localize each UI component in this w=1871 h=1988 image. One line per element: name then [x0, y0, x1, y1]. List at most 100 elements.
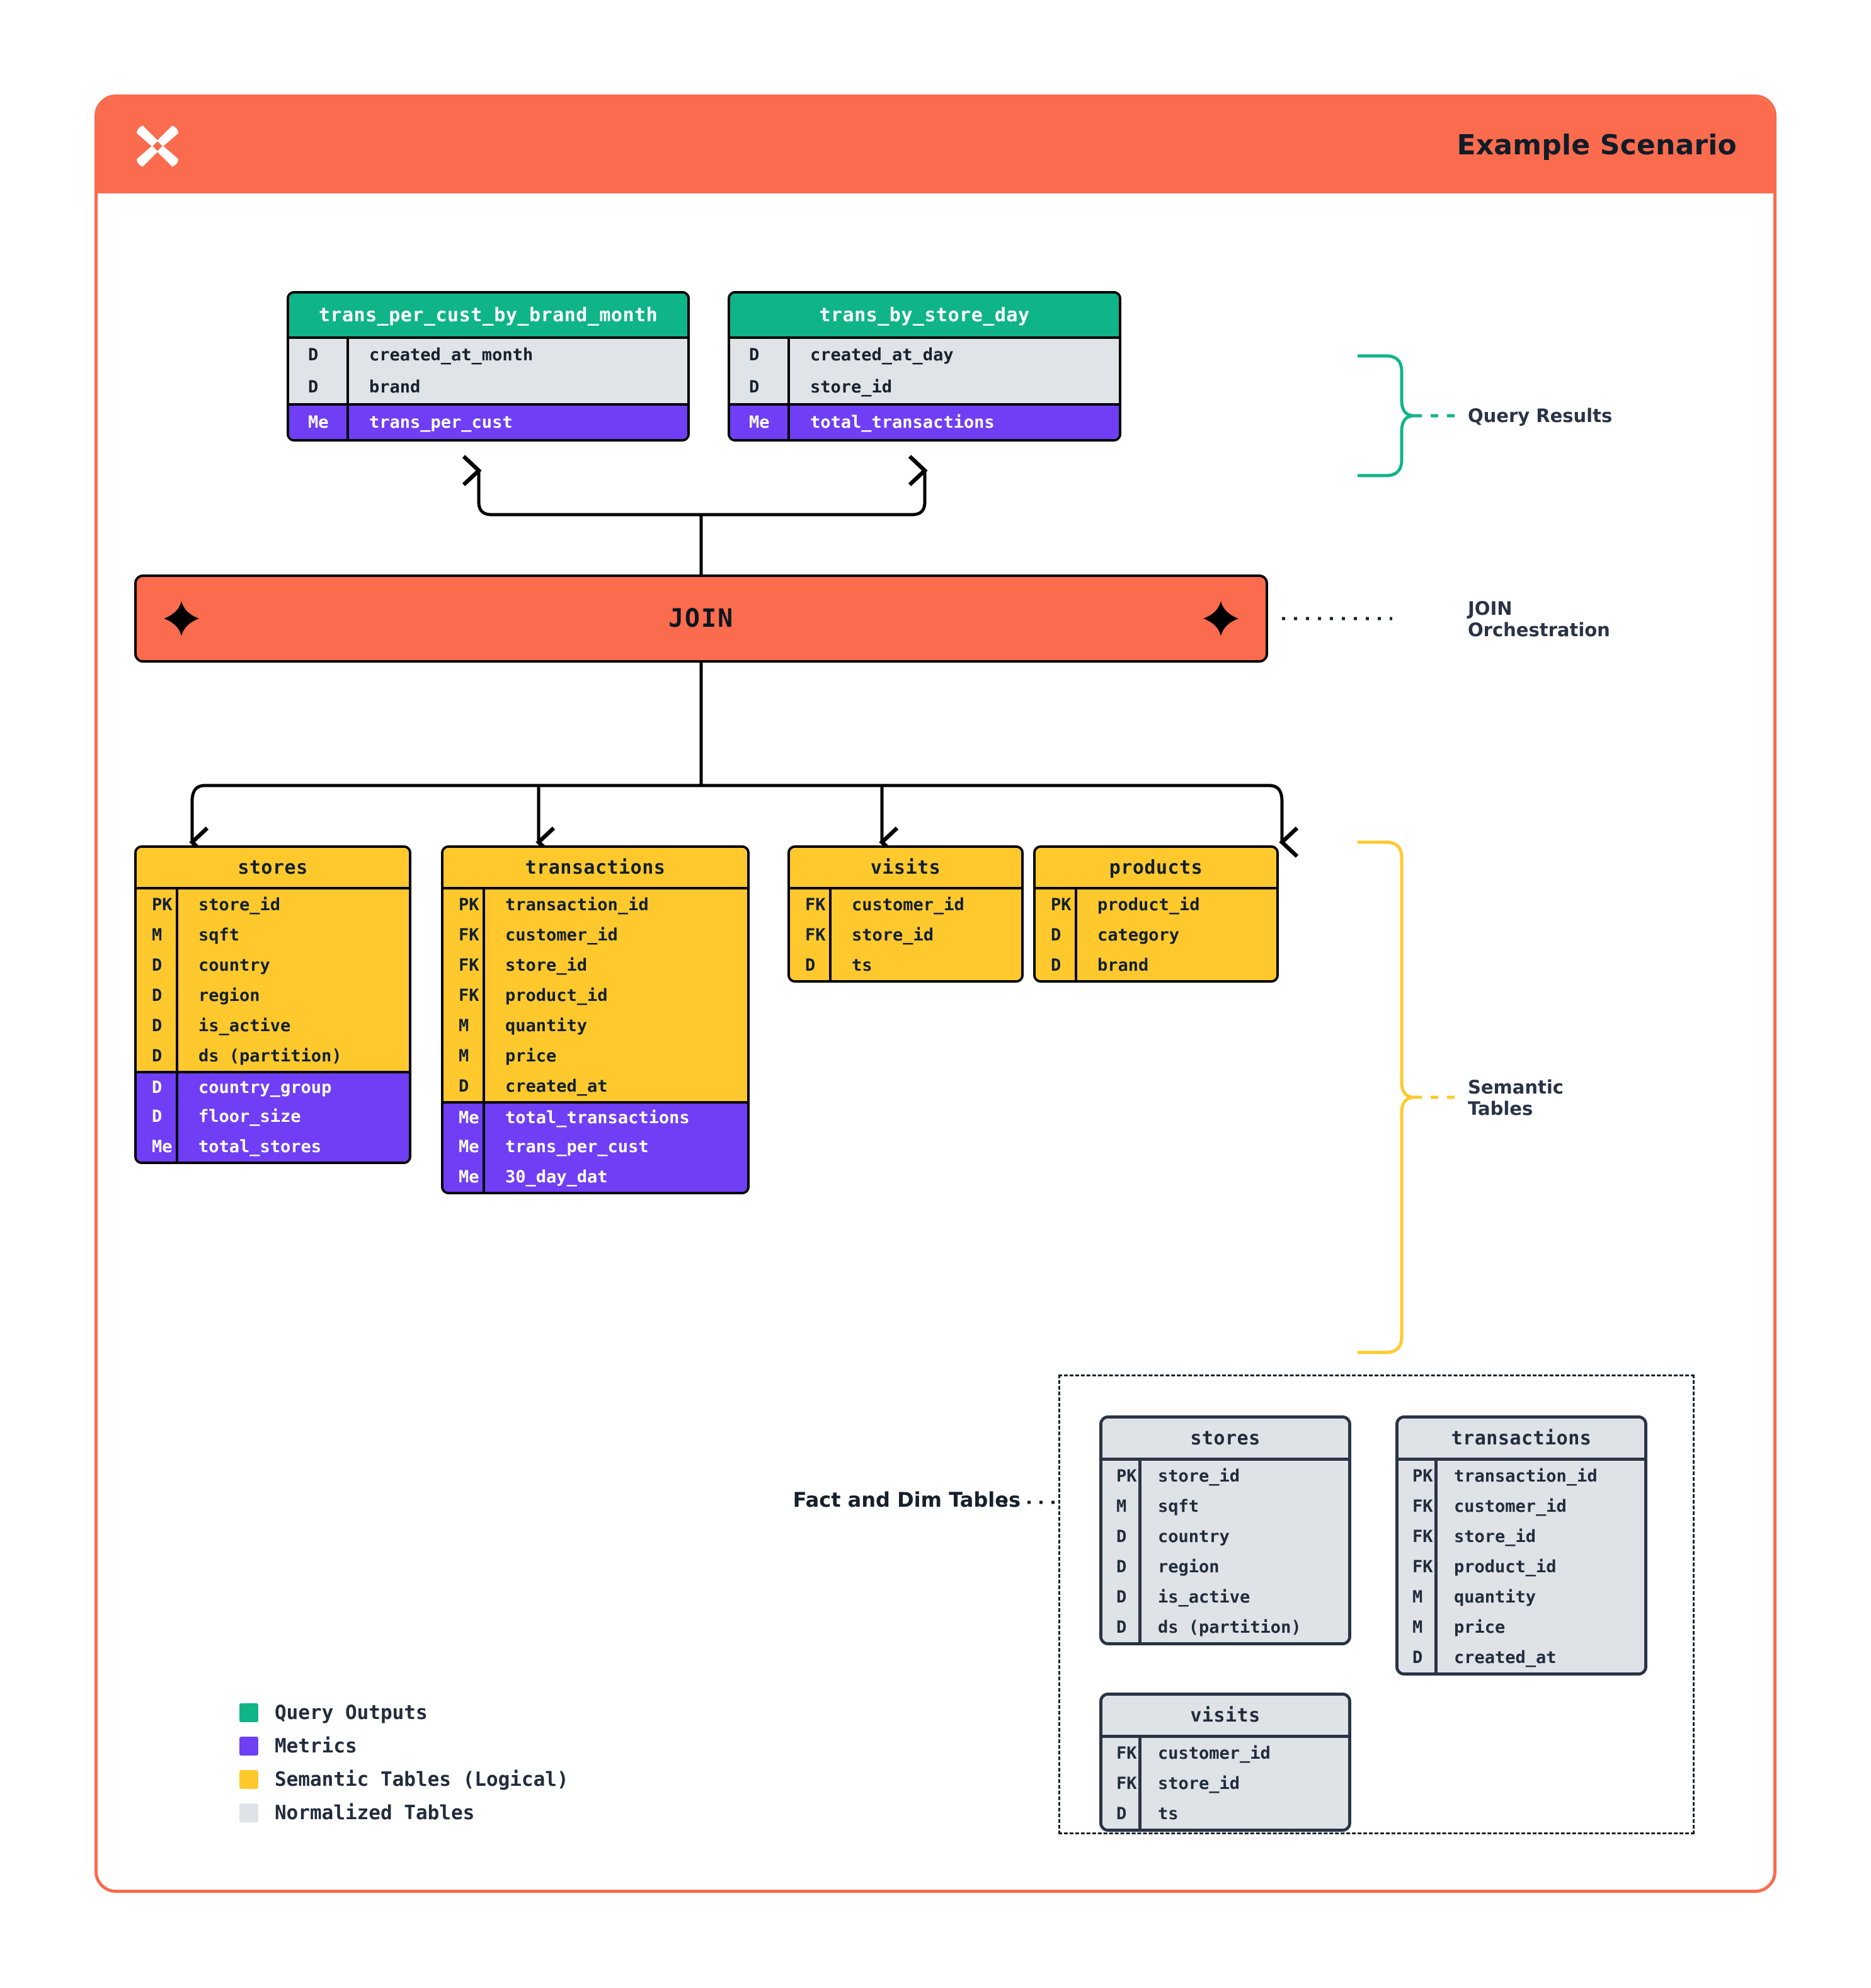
table-row: M sqft: [1102, 1491, 1348, 1521]
diagram-canvas: trans_per_cust_by_brand_month D created_…: [98, 193, 1773, 1890]
column-key: PK: [1399, 1461, 1438, 1491]
column-key: D: [1036, 950, 1077, 980]
table-row: D country: [1102, 1521, 1348, 1551]
column-name: brand: [369, 377, 421, 397]
column-name: product_id: [1454, 1557, 1557, 1577]
column-name: store_id: [1454, 1526, 1536, 1546]
join-orchestration-bar[interactable]: JOIN: [134, 574, 1268, 663]
query-result-table-trans-per-cust-by-brand-month[interactable]: trans_per_cust_by_brand_month D created_…: [287, 291, 690, 442]
column-key: D: [730, 339, 790, 371]
legend-item-query-outputs: Query Outputs: [239, 1696, 569, 1729]
column-key: FK: [1102, 1768, 1141, 1798]
page-title: Example Scenario: [1456, 129, 1737, 161]
semantic-table-visits[interactable]: visits FK customer_id FK store_id D ts: [787, 845, 1024, 983]
table-row: D brand: [1036, 950, 1276, 980]
column-name: is_active: [198, 1015, 291, 1036]
column-key: PK: [137, 889, 178, 920]
semantic-table-transactions[interactable]: transactions PK transaction_id FK custom…: [441, 845, 750, 1194]
table-row-metric: Me trans_per_cust: [443, 1131, 747, 1162]
column-name: region: [198, 985, 260, 1005]
column-key: D: [137, 1010, 178, 1041]
column-name: customer_id: [852, 894, 964, 915]
column-name: country: [198, 955, 270, 975]
legend-label: Metrics: [275, 1734, 357, 1757]
legend-swatch-icon: [239, 1769, 258, 1789]
column-key: D: [1102, 1612, 1141, 1642]
column-key: D: [790, 950, 832, 980]
column-key: D: [137, 980, 178, 1010]
column-key: Me: [137, 1131, 178, 1162]
table-title: stores: [1102, 1419, 1348, 1458]
column-name: customer_id: [1158, 1743, 1271, 1763]
table-title: transactions: [443, 848, 747, 887]
annotation-semantic-tables: Semantic Tables: [1468, 1077, 1606, 1119]
column-key: D: [1102, 1582, 1141, 1612]
column-key: FK: [443, 950, 485, 980]
column-key: D: [289, 371, 349, 403]
column-name: ds (partition): [198, 1046, 342, 1066]
table-title: trans_by_store_day: [730, 294, 1119, 336]
normalized-table-transactions[interactable]: transactions PK transaction_id FK custom…: [1395, 1415, 1647, 1676]
column-key: M: [1399, 1612, 1438, 1642]
normalized-table-visits[interactable]: visits FK customer_id FK store_id D ts: [1099, 1693, 1351, 1832]
column-name: ds (partition): [1158, 1617, 1302, 1637]
annotation-join-line2: Orchestration: [1468, 619, 1610, 641]
column-name: category: [1097, 925, 1180, 945]
column-name: total_transactions: [810, 413, 995, 432]
semantic-table-products[interactable]: products PK product_id D category D bran…: [1033, 845, 1279, 983]
table-row: FK product_id: [1399, 1551, 1644, 1582]
semantic-table-stores[interactable]: stores PK store_id M sqft D country D re…: [134, 845, 411, 1164]
column-name: store_id: [810, 377, 893, 397]
column-name: transaction_id: [1454, 1466, 1598, 1486]
table-row: D category: [1036, 920, 1276, 950]
table-row: FK customer_id: [1102, 1738, 1348, 1768]
column-key: D: [137, 1101, 178, 1131]
table-row: FK store_id: [1102, 1768, 1348, 1798]
table-title: products: [1036, 848, 1276, 887]
column-key: D: [137, 950, 178, 980]
table-row-metric: Me 30_day_dat: [443, 1162, 747, 1192]
legend-label: Query Outputs: [275, 1701, 428, 1724]
annotation-query-results: Query Results: [1468, 405, 1613, 426]
table-row: D ds (partition): [137, 1041, 409, 1071]
column-name: store_id: [505, 955, 588, 975]
column-key: D: [1399, 1642, 1438, 1672]
table-row: D country: [137, 950, 409, 980]
table-row: M quantity: [443, 1010, 747, 1041]
table-title: stores: [137, 848, 409, 887]
table-row: D ts: [1102, 1798, 1348, 1829]
column-name: customer_id: [1454, 1496, 1567, 1516]
query-result-table-trans-by-store-day[interactable]: trans_by_store_day D created_at_day D st…: [728, 291, 1121, 442]
column-key: M: [443, 1041, 485, 1071]
column-name: created_at_day: [810, 345, 954, 365]
column-key: Me: [730, 406, 790, 439]
legend-item-semantic-tables: Semantic Tables (Logical): [239, 1762, 569, 1796]
column-key: FK: [1399, 1521, 1438, 1551]
column-key: FK: [443, 980, 485, 1010]
column-name: store_id: [198, 894, 281, 915]
table-row: M price: [443, 1041, 747, 1071]
table-row: PK transaction_id: [1399, 1461, 1644, 1491]
table-row: D brand: [289, 371, 687, 403]
column-key: PK: [1102, 1461, 1141, 1491]
table-row-metric: D floor_size: [137, 1101, 409, 1131]
table-row: D region: [137, 980, 409, 1010]
column-key: Me: [289, 406, 349, 439]
table-row: FK customer_id: [790, 889, 1021, 920]
annotation-join-line1: JOIN: [1468, 598, 1513, 619]
column-key: D: [1102, 1551, 1141, 1582]
table-row: PK store_id: [1102, 1461, 1348, 1491]
column-key: D: [1102, 1798, 1141, 1829]
table-row: D created_at_day: [730, 339, 1119, 371]
table-row: D region: [1102, 1551, 1348, 1582]
table-row: PK transaction_id: [443, 889, 747, 920]
table-row-metric: Me total_transactions: [730, 403, 1119, 439]
column-name: store_id: [1158, 1773, 1240, 1793]
column-name: price: [1454, 1617, 1506, 1637]
column-name: product_id: [1097, 894, 1200, 915]
normalized-table-stores[interactable]: stores PK store_id M sqft D country D re…: [1099, 1415, 1351, 1645]
column-name: trans_per_cust: [369, 413, 513, 432]
table-row: PK store_id: [137, 889, 409, 920]
table-row: D created_at: [443, 1071, 747, 1101]
column-key: PK: [1036, 889, 1077, 920]
